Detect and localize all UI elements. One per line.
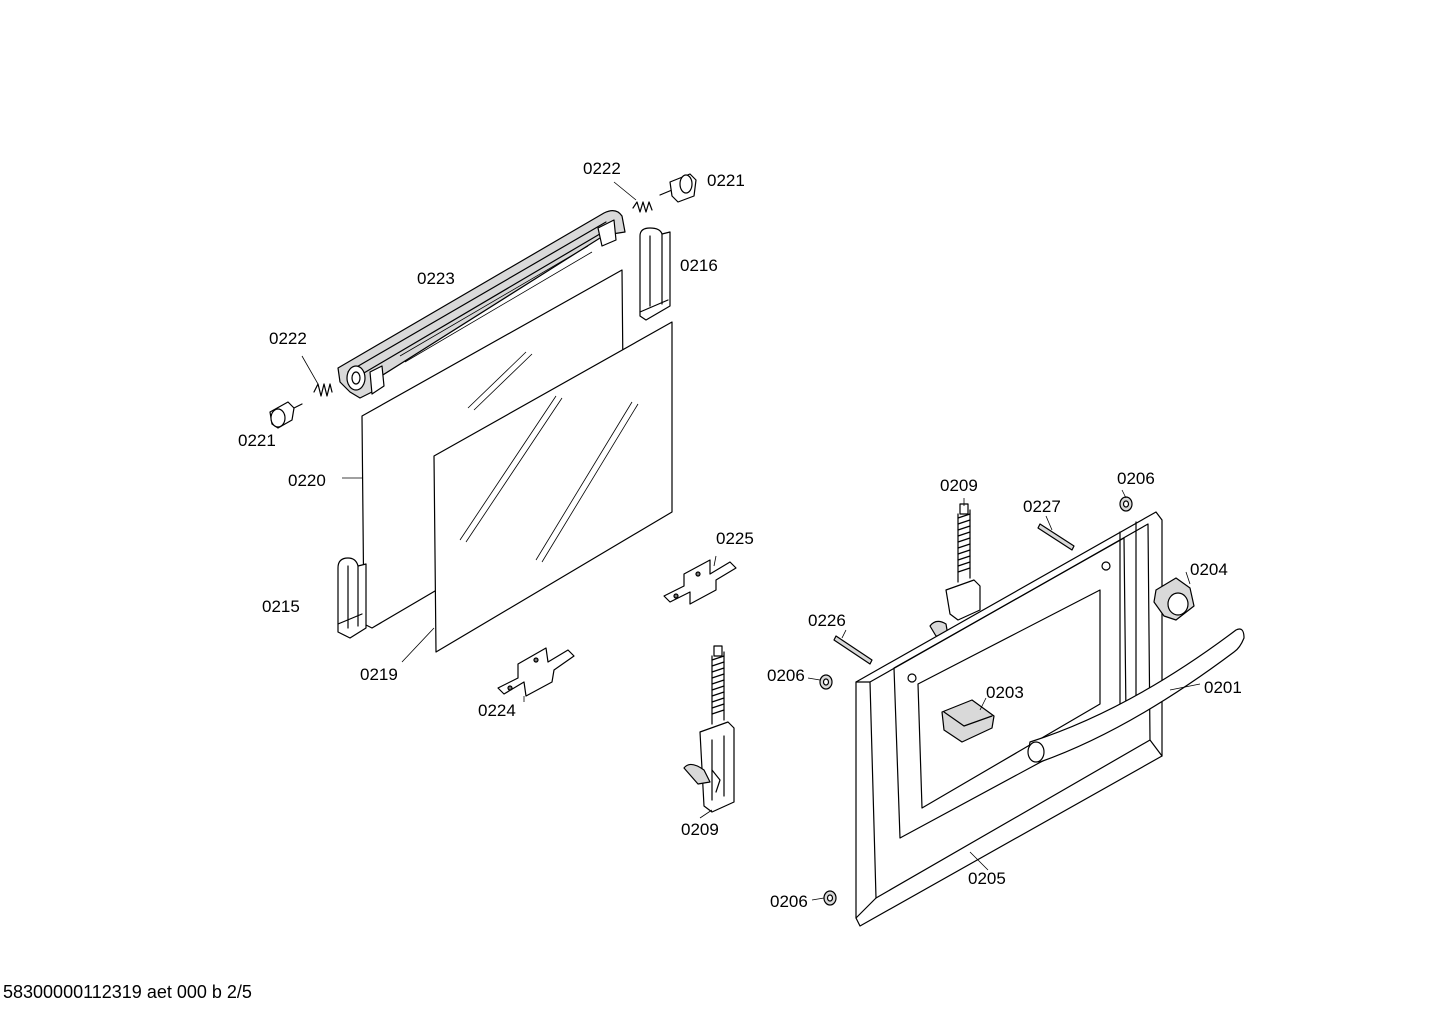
label-part-0215: 0215 — [262, 597, 300, 616]
label-part-0227: 0227 — [1023, 497, 1061, 516]
label-part-0205: 0205 — [968, 869, 1006, 888]
label-part-0221: 0221 — [707, 171, 745, 190]
part-0203-latch — [941, 699, 995, 743]
part-0222-spring-top — [632, 201, 653, 213]
part-0219-outer-glass — [433, 321, 673, 653]
document-id-footer: 58300000112319 aet 000 b 2/5 — [3, 982, 252, 1002]
part-0204-handle-mount — [1153, 577, 1195, 621]
part-0201-handle — [1027, 628, 1245, 763]
label-part-0206: 0206 — [770, 892, 808, 911]
label-part-0223: 0223 — [417, 269, 455, 288]
part-0226-rod — [833, 635, 873, 665]
part-0216-bracket — [639, 227, 671, 321]
part-0222-spring-left — [313, 383, 333, 397]
part-0206-nut-mid — [819, 674, 833, 690]
label-part-0209: 0209 — [940, 476, 978, 495]
label-part-0219: 0219 — [360, 665, 398, 684]
label-part-0206: 0206 — [1117, 469, 1155, 488]
part-0206-nut-top — [1119, 496, 1133, 512]
label-part-0204: 0204 — [1190, 560, 1228, 579]
label-part-0203: 0203 — [986, 683, 1024, 702]
part-0209-hinge-lower — [683, 645, 735, 813]
label-part-0224: 0224 — [478, 701, 516, 720]
leader-lines — [301, 181, 1201, 901]
part-0223-door-trim — [337, 210, 626, 399]
label-part-0222: 0222 — [269, 329, 307, 348]
label-part-0225: 0225 — [716, 529, 754, 548]
part-0206-nut-bottom — [823, 890, 837, 906]
part-0227-rod — [1037, 523, 1075, 551]
label-part-0226: 0226 — [808, 611, 846, 630]
label-part-0201: 0201 — [1204, 678, 1242, 697]
part-0225-mounting-plate — [663, 559, 737, 605]
label-part-0216: 0216 — [680, 256, 718, 275]
label-part-0206: 0206 — [767, 666, 805, 685]
part-0215-bracket — [337, 557, 367, 639]
label-part-0222: 0222 — [583, 159, 621, 178]
part-0224-mounting-plate — [497, 647, 575, 697]
part-0221-knob-top — [659, 173, 697, 203]
label-part-0221: 0221 — [238, 431, 276, 450]
part-0221-knob-left — [269, 401, 303, 429]
label-part-0209: 0209 — [681, 820, 719, 839]
label-part-0220: 0220 — [288, 471, 326, 490]
